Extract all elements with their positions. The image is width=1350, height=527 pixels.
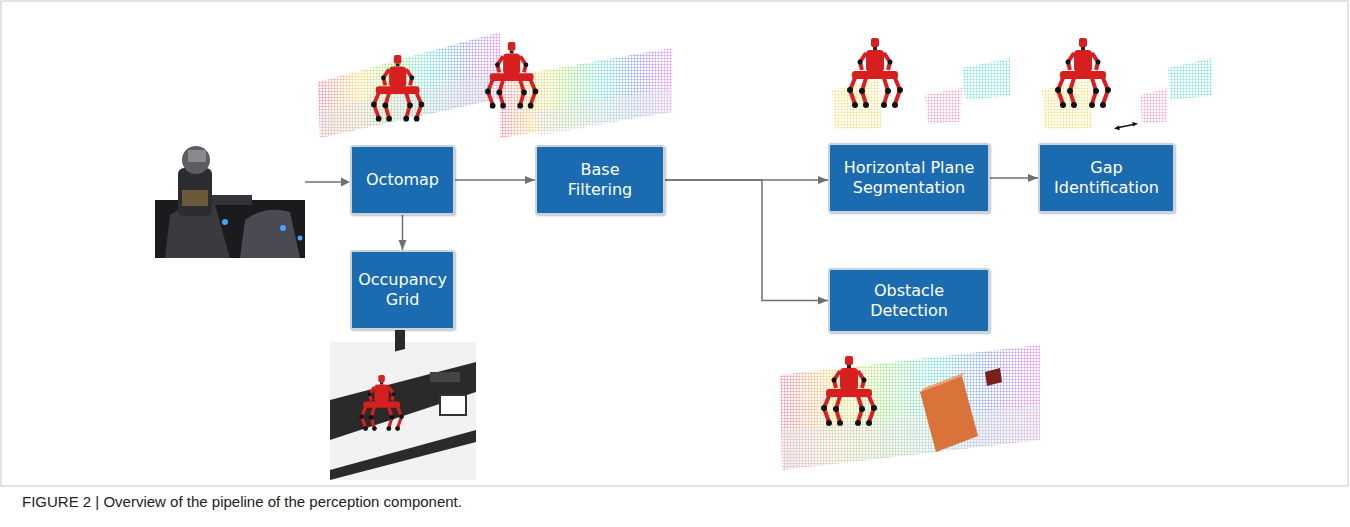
obstacle-cloud (821, 356, 877, 426)
robot-photo (212, 195, 252, 205)
robot-photo (155, 146, 305, 258)
gap-segments (1168, 58, 1212, 100)
box-label: Occupancy Grid (358, 270, 447, 310)
box-label: Octomap (366, 170, 439, 190)
filtered-cloud (485, 42, 538, 109)
box-label: Gap Identification (1050, 158, 1163, 198)
occupancy-grid-image (330, 430, 476, 480)
filtered-cloud (530, 88, 672, 136)
flow-arrow (455, 179, 535, 181)
flow-arrow (990, 177, 1038, 179)
box-label: Obstacle Detection (840, 281, 978, 321)
input-arrow (341, 178, 350, 187)
obstacle-cloud (780, 345, 1040, 470)
occupancy-grid-image (330, 362, 476, 440)
process-box: Gap Identification (1038, 143, 1175, 213)
occupancy-grid-image (440, 395, 466, 415)
robot-photo (298, 236, 303, 241)
robot-photo (280, 225, 286, 231)
plane-segments (832, 38, 1010, 130)
robot-photo (155, 200, 305, 258)
robot-photo (182, 146, 210, 174)
obstacle-cloud (985, 368, 1002, 386)
filtered-cloud (485, 42, 672, 138)
obstacle-cloud (920, 372, 966, 392)
plane-segments (962, 58, 1010, 100)
robot-photo (222, 219, 228, 225)
process-box: Octomap (350, 145, 455, 215)
gap-segments (1140, 88, 1168, 124)
octomap-cloud (318, 32, 502, 138)
process-box: Base Filtering (535, 145, 665, 215)
box-label: Base Filtering (547, 160, 653, 200)
gap-segments (1042, 80, 1092, 130)
figure-frame (1, 1, 1348, 486)
flow-arrow (402, 215, 404, 250)
robot-photo (182, 190, 208, 206)
input-arrow (305, 178, 350, 187)
input-arrow (305, 181, 342, 183)
box-label: Horizontal Plane Segmentation (840, 158, 978, 198)
occupancy-grid-image (330, 342, 476, 480)
gap-segments (1042, 38, 1212, 130)
occupancy-grid-image (430, 372, 460, 382)
octomap-cloud (371, 55, 424, 122)
plane-segments (847, 38, 903, 108)
figure-caption: FIGURE 2 | Overview of the pipeline of t… (22, 493, 462, 510)
process-box: Obstacle Detection (828, 268, 990, 333)
obstacle-cloud (780, 345, 1040, 470)
occupancy-grid-image (359, 375, 404, 431)
obstacle-cloud (782, 405, 1040, 470)
robot-photo (240, 210, 300, 258)
octomap-cloud (318, 32, 502, 138)
gap-segments (1114, 126, 1120, 131)
robot-photo (178, 168, 212, 216)
robot-photo (188, 150, 206, 162)
gap-segments (1132, 122, 1138, 127)
flow-arrow (665, 180, 828, 301)
process-box: Horizontal Plane Segmentation (828, 143, 990, 213)
process-box: Occupancy Grid (350, 250, 455, 330)
gap-segments (1055, 38, 1111, 108)
plane-segments (925, 88, 962, 124)
